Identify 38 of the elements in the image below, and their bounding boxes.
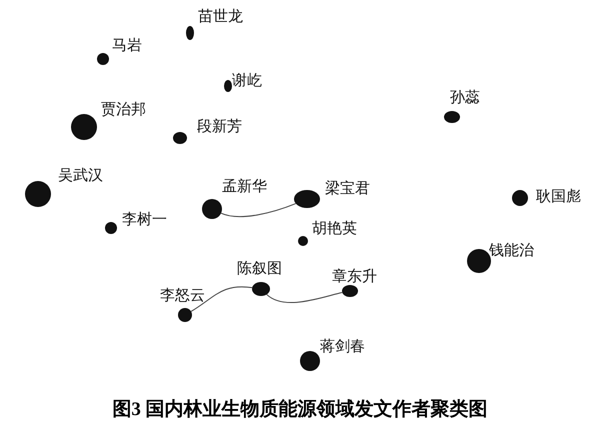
author-dot xyxy=(467,249,491,273)
author-dot xyxy=(173,132,187,144)
author-name: 陈叙图 xyxy=(237,260,282,278)
author-name: 章东升 xyxy=(332,268,377,286)
author-name: 李怒云 xyxy=(160,287,205,305)
link-line xyxy=(266,292,343,304)
author-dot xyxy=(178,308,192,322)
author-name: 钱能治 xyxy=(489,242,534,260)
author-dot xyxy=(105,222,117,234)
author-dot xyxy=(300,351,320,371)
author-dot xyxy=(252,282,270,296)
author-dot xyxy=(202,199,222,219)
author-name: 李树一 xyxy=(122,211,167,229)
author-dot xyxy=(25,181,51,207)
author-name: 段新芳 xyxy=(197,118,242,136)
author-name: 马岩 xyxy=(112,37,142,55)
author-dot xyxy=(342,285,358,297)
link-line xyxy=(220,203,296,218)
author-dot xyxy=(294,190,320,208)
author-dot xyxy=(224,80,232,92)
author-name: 梁宝君 xyxy=(325,180,370,198)
author-name: 孟新华 xyxy=(222,178,267,196)
author-name: 吴武汉 xyxy=(58,167,103,185)
author-name: 胡艳英 xyxy=(312,220,357,238)
author-name: 蒋剑春 xyxy=(320,338,365,356)
author-dot xyxy=(71,114,97,140)
link-line xyxy=(190,286,253,312)
author-name: 耿国彪 xyxy=(536,188,581,206)
author-dot xyxy=(444,111,460,123)
author-name: 谢屹 xyxy=(232,72,262,90)
author-dot xyxy=(512,190,528,206)
author-name: 苗世龙 xyxy=(198,8,243,26)
author-dot xyxy=(97,53,109,65)
figure-caption: 图3 国内林业生物质能源领域发文作者聚类图 xyxy=(111,398,489,422)
author-name: 孙蕊 xyxy=(450,89,480,107)
author-name: 贾治邦 xyxy=(101,101,146,119)
author-dot xyxy=(298,236,308,246)
author-dot xyxy=(186,26,194,40)
